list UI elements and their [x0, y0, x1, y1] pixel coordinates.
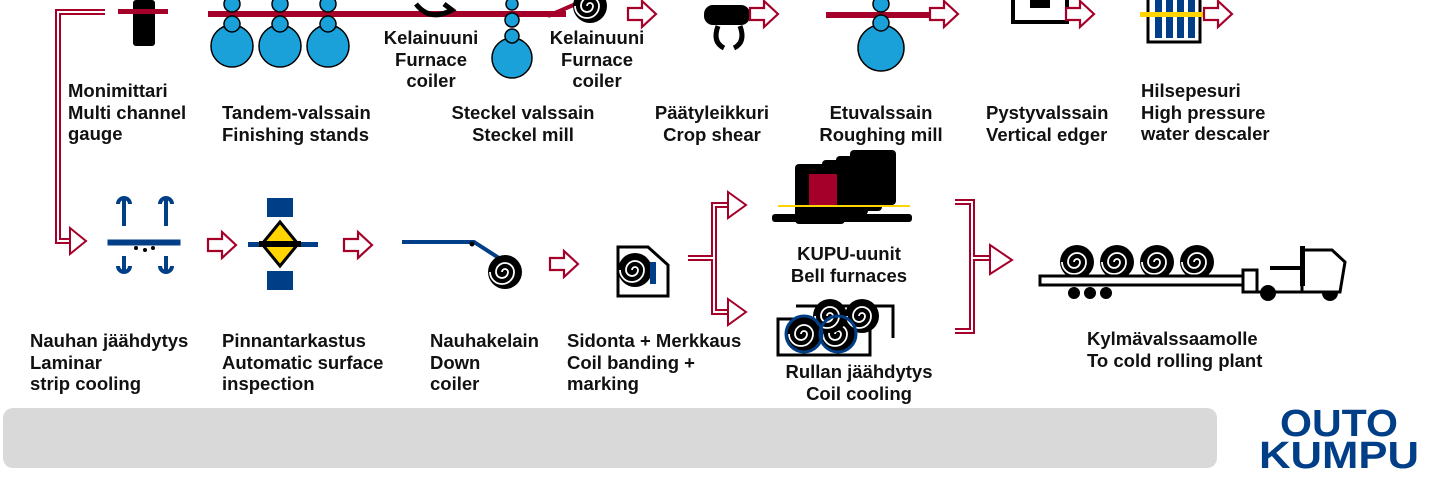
flow-arrow-icon — [1064, 0, 1096, 29]
finishing-stands-icon — [208, 0, 566, 68]
laminar-cooling-icon — [107, 196, 181, 274]
footer-bar — [3, 408, 1217, 468]
water-descaler-icon — [1140, 0, 1210, 44]
coil-cooling-icon — [776, 298, 895, 357]
flow-arrow-icon — [626, 0, 658, 29]
multi-gauge-icon — [118, 0, 168, 46]
transport-truck-icon — [1038, 244, 1347, 301]
down-coiler-icon — [402, 240, 523, 290]
bell-furnaces-icon — [772, 150, 912, 224]
return-pipe-left — [55, 9, 105, 257]
svg-text:KUMPU: KUMPU — [1259, 435, 1419, 470]
flow-arrow-icon — [206, 230, 238, 260]
flow-arrow-icon — [748, 0, 780, 29]
flow-arrow-icon — [928, 0, 960, 29]
crop-shear-icon — [704, 5, 750, 51]
outokumpu-logo: OUTO KUMPU — [1256, 403, 1422, 477]
merge-pipe — [955, 199, 1014, 334]
split-pipe — [688, 190, 748, 327]
coil-banding-icon — [616, 245, 670, 298]
flow-arrow-icon — [1202, 0, 1234, 29]
surface-inspection-icon — [248, 198, 318, 290]
svg-text:OUTO: OUTO — [1280, 404, 1398, 445]
roughing-mill-icon — [826, 0, 936, 72]
flow-arrow-icon — [342, 230, 374, 260]
steckel-mill-icon — [414, 0, 608, 79]
flow-arrow-icon — [548, 249, 580, 279]
vertical-edger-icon — [1011, 0, 1069, 24]
